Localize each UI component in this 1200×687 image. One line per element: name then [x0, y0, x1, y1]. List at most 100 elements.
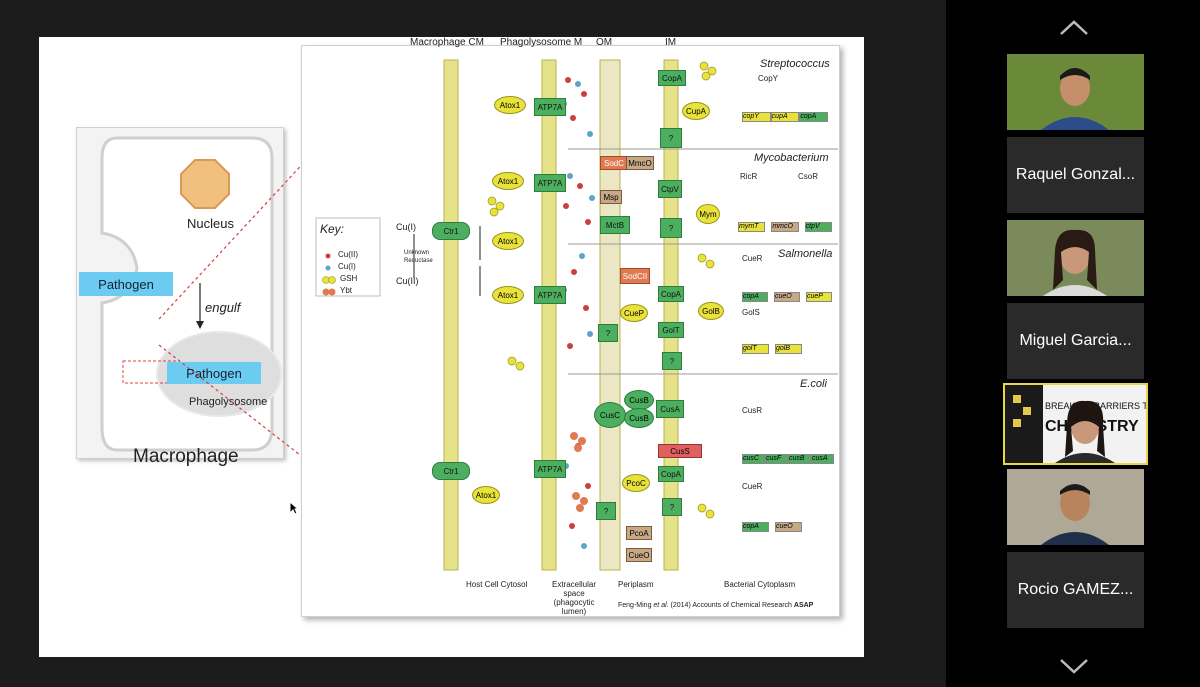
- participant-avatar: [1007, 54, 1144, 130]
- atox1-1: Atox1: [494, 96, 526, 114]
- compartment-periplasm: Periplasm: [618, 580, 654, 589]
- ctr1-top: Ctr1: [432, 222, 470, 240]
- myco-msp: Msp: [600, 190, 622, 204]
- participant-avatar: BREAKING BARRIERS THROUGH CHEMISTRY: [1005, 385, 1188, 463]
- key-ybt: Ybt: [340, 286, 353, 295]
- ecoli-genes-1: cusC cusF cusB cusA: [742, 454, 834, 464]
- compartment-extracellular: Extracellular space (phagocytic lumen): [551, 580, 596, 616]
- ecoli-cusc: CusC: [594, 402, 626, 428]
- salm-golb: GolB: [698, 302, 724, 320]
- compartment-host: Host Cell Cytosol: [466, 580, 528, 589]
- salm-golt: GolT: [658, 322, 684, 338]
- species-streptococcus: Streptococcus: [760, 58, 830, 70]
- im-label: IM: [665, 37, 677, 48]
- atox1-4: Atox1: [492, 286, 524, 304]
- myco-sodc: SodC: [600, 156, 628, 170]
- ecoli-cueo: CueO: [626, 548, 652, 562]
- strep-cupa: CupA: [682, 102, 710, 120]
- strep-copa: CopA: [658, 70, 686, 86]
- salm-copa: CopA: [658, 286, 684, 302]
- key-gsh: GSH: [340, 274, 358, 283]
- ecoli-cusb-2: CusB: [624, 408, 654, 428]
- myco-q: ?: [660, 218, 682, 238]
- species-ecoli: E.coli: [800, 378, 827, 390]
- reductase-label-1: Unknown: [404, 250, 430, 256]
- strep-copy-label: CopY: [758, 74, 779, 83]
- phagolysosome-m-label: Phagolysosome M: [500, 37, 583, 48]
- engulf-label: engulf: [205, 300, 241, 315]
- scroll-down-chevron-icon[interactable]: [1058, 656, 1090, 676]
- strep-q: ?: [660, 128, 682, 148]
- phagolysosome-label: Phagolysosome: [189, 396, 268, 408]
- mouse-cursor-icon: [289, 501, 299, 515]
- species-salmonella: Salmonella: [778, 248, 833, 260]
- participant-gallery: Raquel Gonzal... Miguel Garcia... BREAKI…: [946, 0, 1200, 687]
- participant-video-active-speaker[interactable]: BREAKING BARRIERS THROUGH CHEMISTRY: [1003, 383, 1188, 465]
- ecoli-q: ?: [662, 498, 682, 516]
- copper-pathway-figure: Macrophage CM Phagolysosome M OM IM Stre…: [301, 37, 840, 617]
- ecoli-q-peri: ?: [596, 502, 616, 520]
- myco-mmco: MmcO: [626, 156, 654, 170]
- nucleus-label: Nucleus: [187, 216, 234, 231]
- atox1-3: Atox1: [492, 232, 524, 250]
- participant-tile-rocio[interactable]: Rocio GAMEZ...: [1007, 552, 1144, 628]
- ctr1-bottom: Ctr1: [432, 462, 470, 480]
- salm-gols-label: GolS: [742, 308, 760, 317]
- participant-video-3[interactable]: [1007, 469, 1144, 545]
- ecoli-pcoa: PcoA: [626, 526, 652, 540]
- cu-i-label: Cu(I): [396, 222, 416, 232]
- myco-mctb: MctB: [600, 216, 630, 234]
- scroll-up-chevron-icon[interactable]: [1058, 18, 1090, 38]
- myco-csor-label: CsoR: [798, 172, 819, 181]
- participant-tile-raquel[interactable]: Raquel Gonzal...: [1007, 137, 1144, 213]
- participant-video-1[interactable]: [1007, 54, 1144, 130]
- participant-avatar: [1007, 469, 1144, 545]
- nucleus-shape: [180, 159, 230, 209]
- ecoli-cusb-1: CusB: [624, 390, 654, 410]
- salm-q-peri: ?: [598, 324, 618, 342]
- atp7a-2: ATP7A: [534, 174, 566, 192]
- figure-citation: Feng-Ming et al. (2014) Accounts of Chem…: [618, 602, 814, 609]
- reductase-label-2: Reductase: [404, 258, 433, 264]
- salm-cuep: CueP: [620, 304, 648, 322]
- key-cu-i: Cu(I): [338, 262, 356, 271]
- atp7a-3: ATP7A: [534, 286, 566, 304]
- atox1-2: Atox1: [492, 172, 524, 190]
- pathogen-inside: Pathogen: [167, 362, 261, 384]
- myco-ricr-label: RicR: [740, 172, 758, 181]
- myco-genes: mymT mmcO ctpV: [738, 222, 832, 232]
- salm-genes-2: golT golB: [742, 344, 802, 354]
- strep-genes: copY cupA copA: [742, 112, 829, 122]
- macrophage-label: Macrophage: [133, 446, 239, 467]
- macrophage-cm-label: Macrophage CM: [410, 37, 484, 48]
- salm-genes-1: copA cueO cueP: [742, 292, 832, 302]
- om-label: OM: [596, 37, 613, 48]
- compartment-cytoplasm: Bacterial Cytoplasm: [724, 580, 796, 589]
- key-cu-ii: Cu(II): [338, 250, 358, 259]
- myco-ctpv: CtpV: [658, 180, 682, 198]
- salm-sodcii: SodCII: [620, 268, 650, 284]
- pathogen-outside: Pathogen: [79, 272, 173, 296]
- participant-video-2[interactable]: [1007, 220, 1144, 296]
- ecoli-cusa: CusA: [656, 400, 684, 418]
- atox1-5: Atox1: [472, 486, 500, 504]
- ecoli-copa: CopA: [658, 466, 684, 482]
- myco-mym: Mym: [696, 204, 720, 224]
- cu-ii-label: Cu(II): [396, 276, 419, 286]
- participant-avatar: [1007, 220, 1144, 296]
- atp7a-1: ATP7A: [534, 98, 566, 116]
- atp7a-4: ATP7A: [534, 460, 566, 478]
- active-video-banner-line1: BREAKING BARRIERS THROUGH: [1045, 401, 1146, 411]
- ecoli-genes-2: copA cueO: [742, 522, 802, 532]
- macrophage-panel: Nucleus Pathogen engulf Pathogen Phagoly…: [76, 127, 284, 467]
- species-mycobacterium: Mycobacterium: [754, 152, 829, 164]
- participant-tile-miguel[interactable]: Miguel Garcia...: [1007, 303, 1144, 379]
- ecoli-cuss: CusS: [658, 444, 702, 458]
- ecoli-pcoc: PcoC: [622, 474, 650, 492]
- shared-screen: Nucleus Pathogen engulf Pathogen Phagoly…: [0, 0, 946, 687]
- ecoli-cusr-label: CusR: [742, 406, 763, 415]
- salm-q: ?: [662, 352, 682, 370]
- key-title: Key:: [320, 222, 345, 236]
- salm-cuer-label: CueR: [742, 254, 763, 263]
- presentation-slide: Nucleus Pathogen engulf Pathogen Phagoly…: [39, 37, 864, 657]
